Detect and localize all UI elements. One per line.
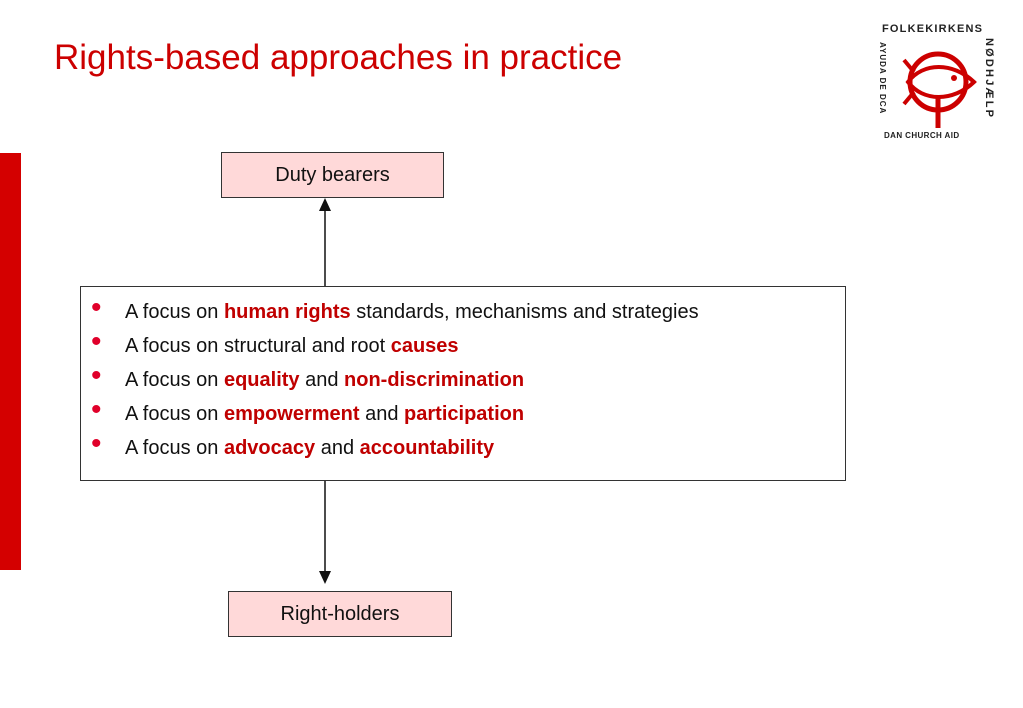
right-holders-box: Right-holders (228, 591, 452, 637)
focus-list-box: • A focus on human rights standards, mec… (80, 286, 846, 481)
right-holders-label: Right-holders (280, 602, 400, 625)
fish-cross-icon (902, 51, 977, 128)
bullet-icon: • (91, 291, 102, 324)
bullet-icon: • (91, 393, 102, 426)
focus-item-human-rights: • A focus on human rights standards, mec… (91, 291, 699, 324)
bullet-icon: • (91, 359, 102, 392)
bullet-icon: • (91, 427, 102, 460)
focus-item-equality: • A focus on equality and non-discrimina… (91, 359, 525, 392)
focus-list: • A focus on human rights standards, mec… (81, 287, 845, 465)
duty-bearers-box: Duty bearers (221, 152, 444, 198)
logo-right-text: NØDHJÆLP (983, 38, 995, 119)
dan-church-aid-logo: FOLKEKIRKENS NØDHJÆLP AYUDA DE DCA DAN C… (878, 23, 995, 140)
focus-item-advocacy: • A focus on advocacy and accountability (91, 427, 495, 460)
left-accent-bar (0, 153, 21, 570)
slide-title: Rights-based approaches in practice (54, 38, 623, 77)
focus-item-causes: • A focus on structural and root causes (91, 325, 459, 358)
duty-bearers-label: Duty bearers (275, 163, 390, 186)
logo-top-text: FOLKEKIRKENS (882, 23, 983, 35)
focus-item-empowerment: • A focus on empowerment and participati… (91, 393, 525, 426)
logo-left-text: AYUDA DE DCA (878, 42, 887, 114)
bullet-icon: • (91, 325, 102, 358)
logo-bottom-text: DAN CHURCH AID (884, 131, 960, 140)
